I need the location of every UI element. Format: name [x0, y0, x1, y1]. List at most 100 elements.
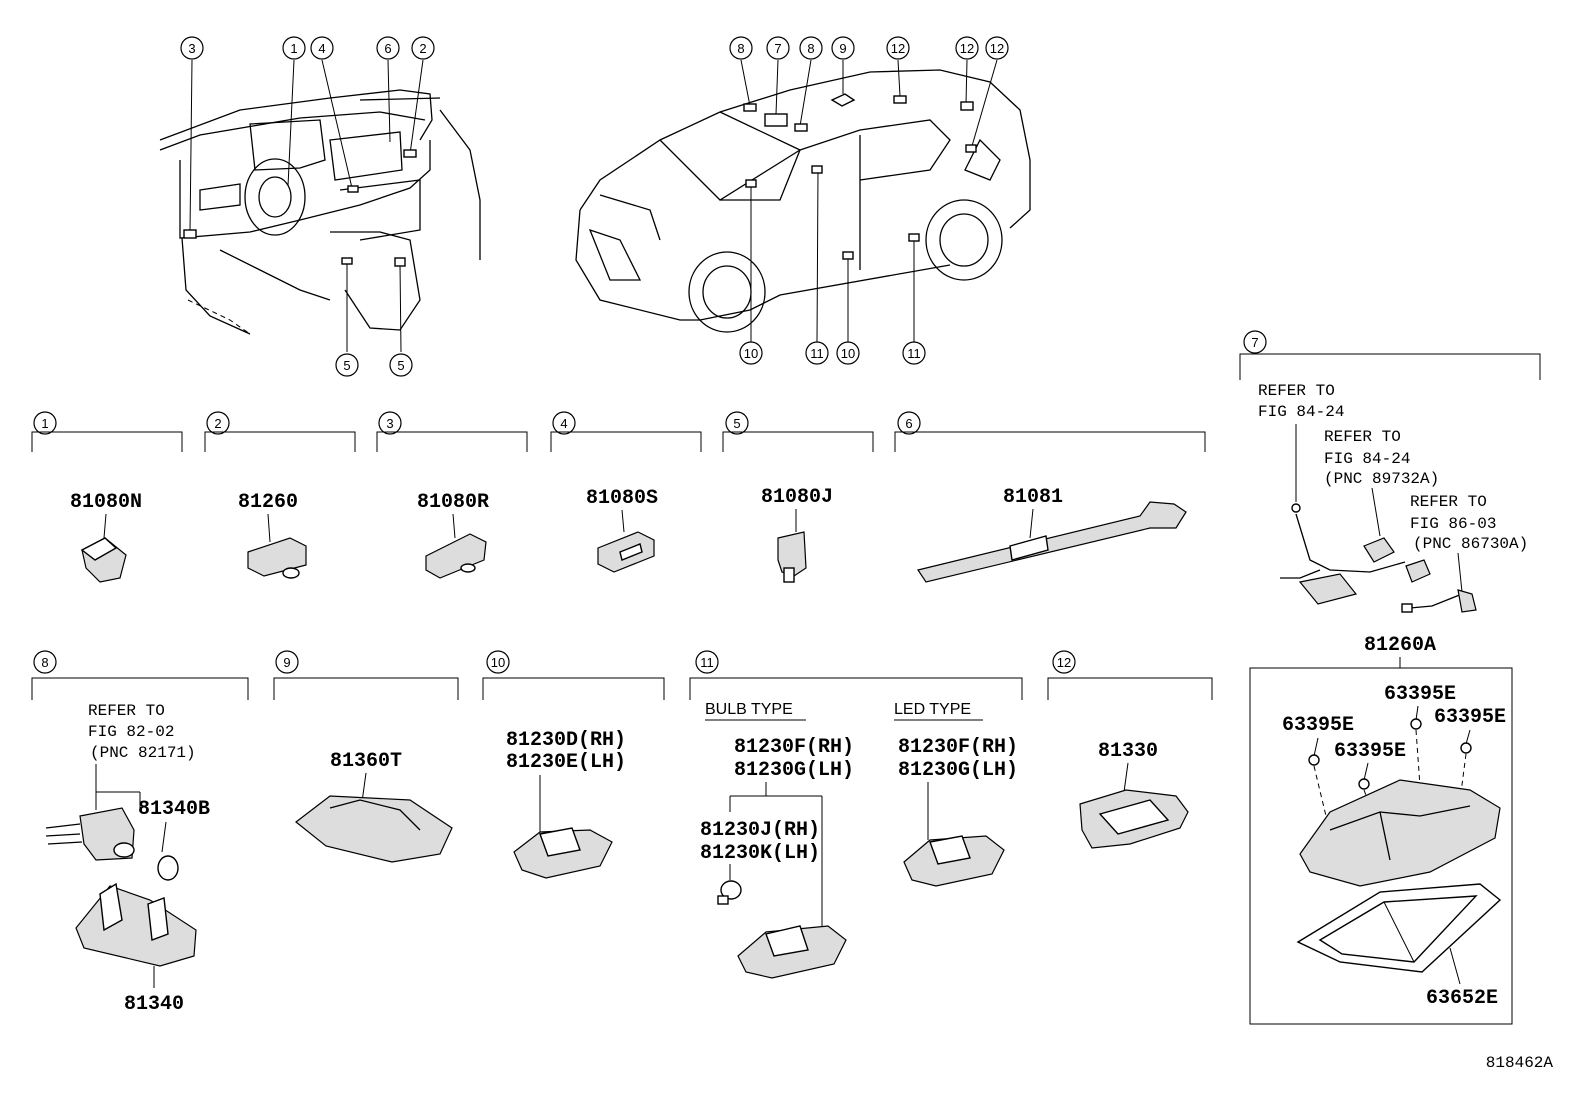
group-number: 2: [214, 416, 221, 431]
group-2: 2 81260: [204, 411, 356, 579]
refer-pnc: (PNC 82171): [90, 744, 196, 762]
group-number: 1: [41, 416, 48, 431]
diagram-id: 818462A: [1486, 1054, 1554, 1072]
callout-number: 6: [384, 41, 391, 56]
callout-2: 2: [411, 36, 435, 60]
part-label: 81340B: [138, 798, 210, 821]
callout-11: 11: [902, 341, 926, 365]
part-label: 81080S: [586, 487, 658, 510]
callout-number: 12: [891, 41, 905, 56]
callout-number: 10: [744, 346, 758, 361]
group-number: 4: [560, 416, 567, 431]
callout-12: 12: [985, 36, 1009, 60]
part-label: 81081: [1003, 486, 1063, 509]
part-label: 81230F(RH): [734, 736, 854, 759]
group-number: 5: [733, 416, 740, 431]
part-shape: [295, 795, 453, 863]
callout-8: 8: [799, 36, 823, 60]
part-label: 81080N: [70, 491, 142, 514]
refer-line1: REFER TO: [1258, 382, 1335, 400]
group-7: 7 REFER TO FIG 84-24 REFER TO FIG 84-24 …: [1239, 330, 1541, 1025]
refer-line1: REFER TO: [1324, 428, 1401, 446]
callout-4: 4: [310, 36, 334, 60]
part-label: 81230D(RH): [506, 729, 626, 752]
callout-number: 1: [290, 41, 297, 56]
group-3: 3 81080R: [376, 411, 528, 579]
refer-line2: FIG 86-03: [1410, 515, 1496, 533]
part-shape: [1299, 779, 1501, 887]
type-label-led: LED TYPE: [894, 701, 971, 718]
callout-5: 5: [335, 353, 359, 377]
group-4: 4 81080S: [550, 411, 702, 573]
callout-number: 12: [990, 41, 1004, 56]
part-label: 63395E: [1384, 683, 1456, 706]
group-5: 5 81080J: [722, 411, 874, 583]
refer-line2: FIG 84-24: [1324, 450, 1410, 468]
group-11: 11 BULB TYPE LED TYPE 81230F(RH) 81230G(…: [689, 650, 1023, 979]
part-label: 81080J: [761, 486, 833, 509]
part-shape: [513, 829, 613, 879]
callout-5: 5: [389, 353, 413, 377]
refer-pnc: (PNC 86730A): [1413, 535, 1528, 553]
callout-number: 8: [737, 41, 744, 56]
callout-11: 11: [805, 341, 829, 365]
assembly-box: [1249, 667, 1513, 1025]
group-8: 8 REFER TO FIG 82-02 (PNC 82171) 81340B …: [31, 650, 249, 1016]
part-label: 81260: [238, 491, 298, 514]
part-label: 63395E: [1434, 706, 1506, 729]
group-6: 6 81081: [894, 411, 1206, 583]
group-9: 9 81360T: [273, 650, 459, 863]
callout-number: 9: [839, 41, 846, 56]
group-number: 3: [386, 416, 393, 431]
part-label: 81230G(LH): [898, 759, 1018, 782]
group-number: 10: [491, 655, 505, 670]
interior-illustration: [159, 59, 481, 353]
part-label: 81230J(RH): [700, 819, 820, 842]
refer-line2: FIG 82-02: [88, 723, 174, 741]
group-number: 8: [41, 655, 48, 670]
callout-12: 12: [886, 36, 910, 60]
car-illustration: [575, 59, 1031, 343]
part-label: 81330: [1098, 740, 1158, 763]
callout-number: 12: [960, 41, 974, 56]
part-label: 81360T: [330, 750, 402, 773]
refer-pnc: (PNC 89732A): [1324, 470, 1439, 488]
callout-6: 6: [376, 36, 400, 60]
refer-line1: REFER TO: [1410, 493, 1487, 511]
part-shape: [247, 537, 307, 577]
callout-10: 10: [739, 341, 763, 365]
callout-number: 11: [810, 346, 824, 361]
group-number: 9: [283, 655, 290, 670]
callout-9: 9: [831, 36, 855, 60]
part-shape: [425, 533, 487, 579]
callout-number: 8: [807, 41, 814, 56]
group-number: 6: [905, 416, 912, 431]
part-label: 81230K(LH): [700, 842, 820, 865]
group-1: 1 81080N: [31, 411, 183, 583]
part-label: 81230F(RH): [898, 736, 1018, 759]
part-label: 81260A: [1364, 634, 1436, 657]
callout-3: 3: [180, 36, 204, 60]
group-number: 12: [1057, 655, 1071, 670]
callout-number: 7: [774, 41, 781, 56]
callout-number: 3: [188, 41, 195, 56]
part-label: 63395E: [1334, 740, 1406, 763]
group-10: 10 81230D(RH) 81230E(LH): [482, 650, 665, 879]
callout-number: 5: [397, 358, 404, 373]
group-number: 7: [1251, 335, 1258, 350]
part-label: 63395E: [1282, 714, 1354, 737]
refer-line2: FIG 84-24: [1258, 403, 1344, 421]
callout-number: 2: [419, 41, 426, 56]
refer-line1: REFER TO: [88, 702, 165, 720]
callout-10: 10: [836, 341, 860, 365]
callout-number: 10: [841, 346, 855, 361]
type-label-bulb: BULB TYPE: [705, 701, 793, 718]
part-label: 63652E: [1426, 987, 1498, 1010]
callout-12: 12: [955, 36, 979, 60]
part-shape: [917, 501, 1187, 583]
part-label: 81080R: [417, 491, 489, 514]
group-number: 11: [700, 655, 714, 670]
callout-number: 11: [907, 346, 921, 361]
